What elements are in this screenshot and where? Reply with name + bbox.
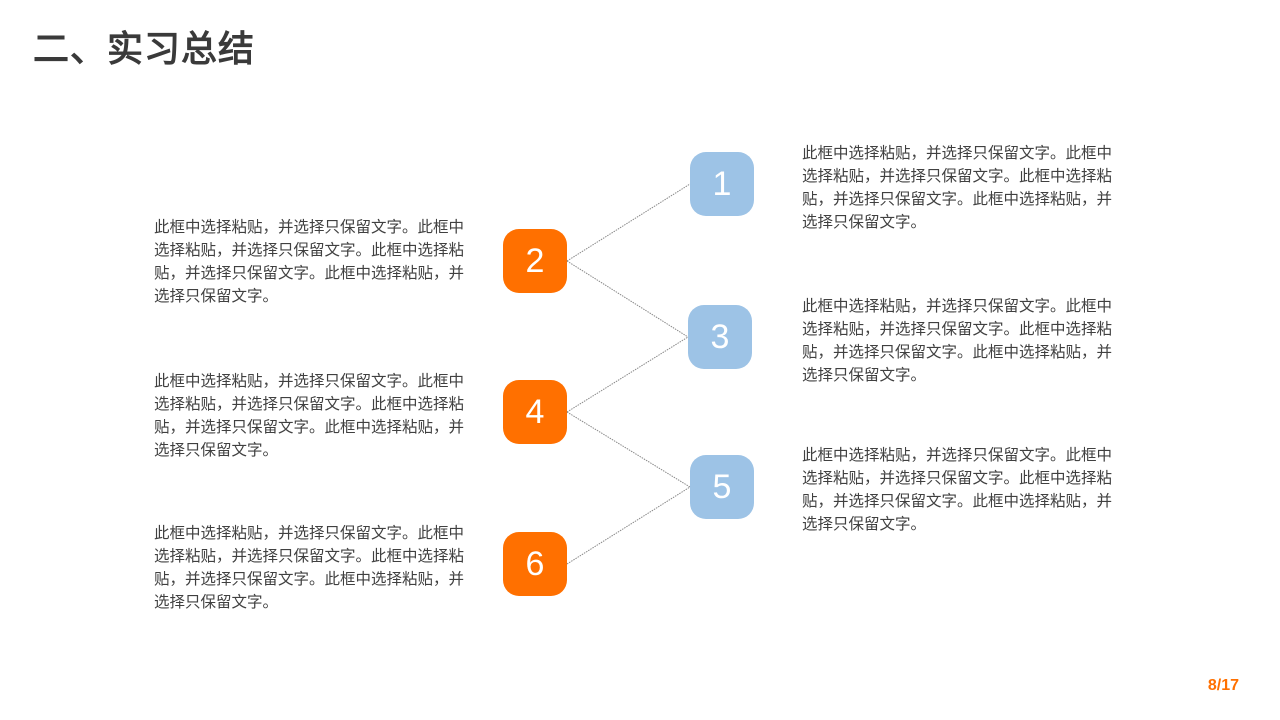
node-3-text: 此框中选择粘贴，并选择只保留文字。此框中选择粘贴，并选择只保留文字。此框中选择粘… bbox=[802, 298, 1113, 384]
node-6: 6 bbox=[503, 532, 567, 596]
node-5-text: 此框中选择粘贴，并选择只保留文字。此框中选择粘贴，并选择只保留文字。此框中选择粘… bbox=[802, 447, 1113, 533]
node-2: 2 bbox=[503, 229, 567, 293]
node-3: 3 bbox=[688, 305, 752, 369]
node-4: 4 bbox=[503, 380, 567, 444]
node-4-text: 此框中选择粘贴，并选择只保留文字。此框中选择粘贴，并选择只保留文字。此框中选择粘… bbox=[154, 373, 465, 459]
slide-title: 二、实习总结 bbox=[33, 28, 256, 69]
connector-4-3 bbox=[566, 336, 689, 413]
node-6-text: 此框中选择粘贴，并选择只保留文字。此框中选择粘贴，并选择只保留文字。此框中选择粘… bbox=[154, 525, 465, 611]
connector-2-1 bbox=[566, 183, 691, 262]
node-5: 5 bbox=[690, 455, 754, 519]
connector-6-5 bbox=[566, 486, 691, 565]
connector-2-3 bbox=[566, 260, 689, 338]
node-2-text: 此框中选择粘贴，并选择只保留文字。此框中选择粘贴，并选择只保留文字。此框中选择粘… bbox=[154, 219, 465, 305]
node-1-text: 此框中选择粘贴，并选择只保留文字。此框中选择粘贴，并选择只保留文字。此框中选择粘… bbox=[802, 145, 1113, 231]
page-number: 8/17 bbox=[1207, 677, 1239, 694]
connector-4-5 bbox=[566, 411, 691, 488]
node-1: 1 bbox=[690, 152, 754, 216]
